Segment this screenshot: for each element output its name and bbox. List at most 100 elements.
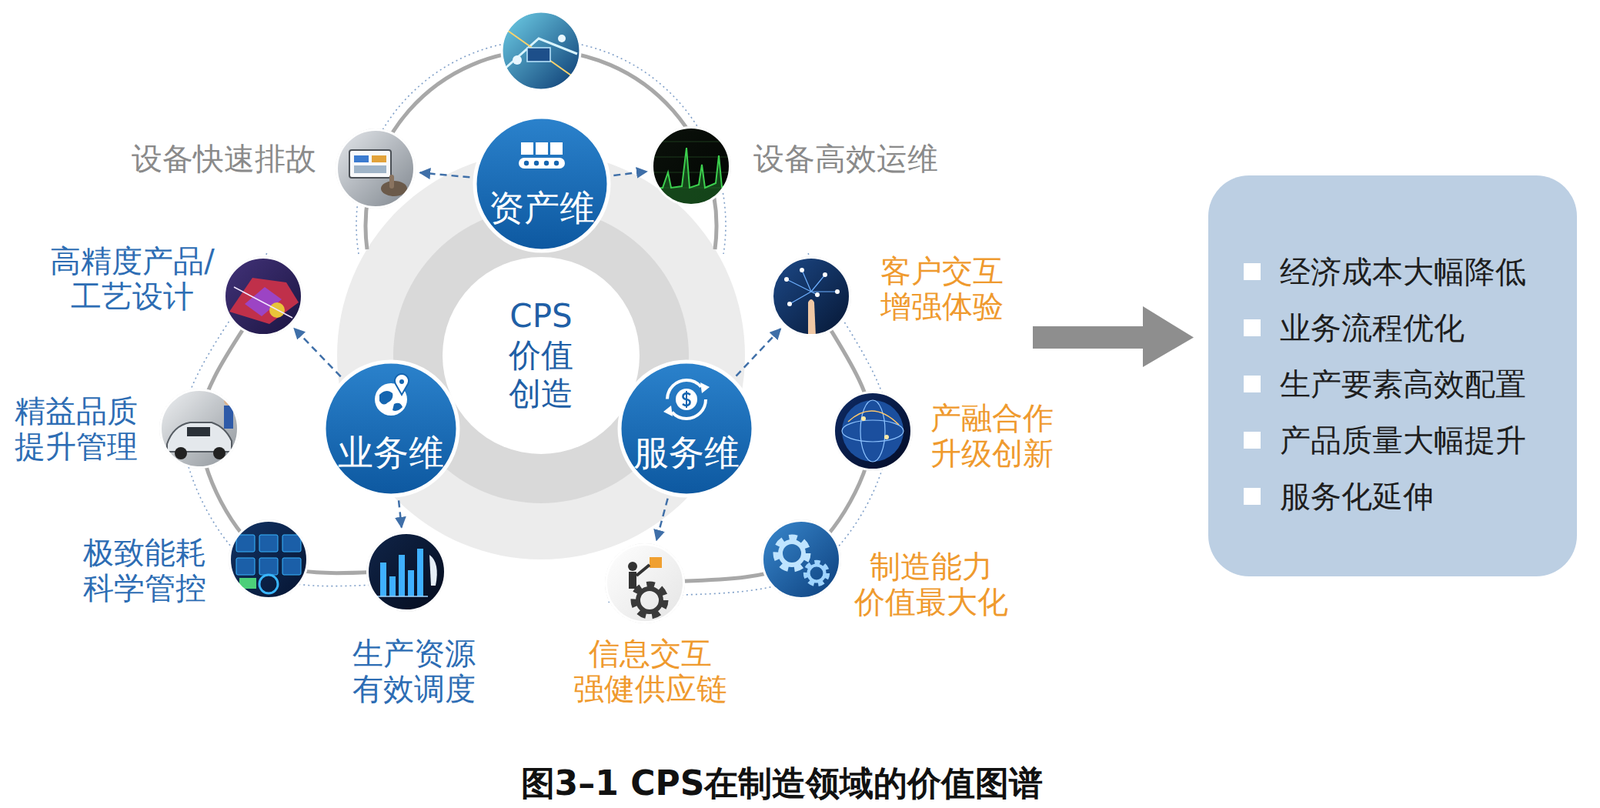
bullet-square xyxy=(1243,487,1261,505)
icon-part xyxy=(544,160,549,166)
dimension-icon xyxy=(518,142,565,169)
photo-detail xyxy=(282,557,301,575)
dimension-icon xyxy=(663,380,710,419)
photo-art xyxy=(651,126,732,207)
photo-detail xyxy=(649,557,662,568)
gear-ring xyxy=(637,588,662,612)
icon-part xyxy=(685,390,688,408)
gear-teeth xyxy=(776,537,808,569)
photo-outline xyxy=(367,532,447,612)
photo-detail xyxy=(822,272,828,278)
photo-rim xyxy=(230,521,308,599)
photo-ground xyxy=(832,390,913,471)
photo-outline xyxy=(771,257,852,337)
photo-rim xyxy=(367,533,446,612)
bullet-square xyxy=(1243,375,1261,393)
gear-teeth xyxy=(634,584,665,616)
photo-detail xyxy=(801,270,812,292)
bullet-square xyxy=(1243,263,1261,281)
photo-ground xyxy=(761,519,842,600)
photo-content xyxy=(366,531,447,612)
photo-detail xyxy=(259,534,278,552)
icon-part xyxy=(524,160,529,166)
photo-circle: 设备快速排故 xyxy=(335,128,416,209)
photo-detail xyxy=(417,548,424,597)
icon-part xyxy=(379,390,393,405)
photo-detail xyxy=(407,570,415,597)
photo-rim xyxy=(224,257,303,336)
photo-detail xyxy=(811,274,826,292)
bullet-square xyxy=(1243,431,1261,449)
photo-outline xyxy=(160,389,240,469)
photo-detail xyxy=(354,165,387,174)
photo-label: 设备高效运维 xyxy=(753,140,939,177)
photo-outline xyxy=(833,391,913,471)
dashed-arrow xyxy=(735,328,781,376)
photo-outline xyxy=(223,257,304,337)
panel-item: 业务流程优化 xyxy=(1279,310,1465,346)
outer-disk xyxy=(337,151,745,560)
photo-outline xyxy=(605,544,685,624)
photo-detail xyxy=(627,561,638,572)
gear-teeth xyxy=(805,562,828,585)
dimension-art xyxy=(617,359,756,498)
photo-detail xyxy=(860,400,886,462)
photo-circle: 信息交互 强健供应链 xyxy=(604,543,685,624)
photo-art xyxy=(604,543,685,624)
photo-detail xyxy=(371,155,387,163)
icon-part xyxy=(394,374,409,395)
panel-row: 服务化延伸 xyxy=(1243,478,1562,515)
photo-circle: 制造能力 价值最大化 xyxy=(761,519,842,600)
icon-part xyxy=(700,382,710,394)
photo-rim xyxy=(762,521,841,599)
photo-detail xyxy=(651,147,732,207)
icon-part xyxy=(663,405,673,417)
gear-ring xyxy=(780,541,804,565)
connectors xyxy=(293,171,781,541)
icon-part xyxy=(554,160,559,166)
photo-detail xyxy=(628,571,637,589)
icon-part xyxy=(667,380,706,419)
photo-label: 产融合作 升级创新 xyxy=(930,400,1054,471)
icon-part xyxy=(392,403,403,411)
photo-circle: 设备高效运维 xyxy=(651,126,732,207)
photo-detail xyxy=(557,34,566,43)
benefit-panel: 经济成本大幅降低业务流程优化生产要素高效配置产品质量大幅提升服务化延伸 xyxy=(1208,175,1577,577)
dimension-disk xyxy=(474,116,609,251)
panel-row: 产品质量大幅提升 xyxy=(1243,422,1562,458)
photo-detail xyxy=(174,447,188,460)
photo-art xyxy=(832,390,913,471)
figure-caption: 图3–1 CPS在制造领域的价值图谱 xyxy=(521,764,1044,804)
icon-part xyxy=(521,142,534,155)
photo-content xyxy=(771,256,852,337)
photo-circle: 生产资源 有效调度 xyxy=(366,531,447,612)
photo-ground xyxy=(604,543,685,624)
photo-detail xyxy=(504,38,578,70)
photo-detail xyxy=(233,287,293,318)
photo-ground xyxy=(502,12,580,90)
photo-detail xyxy=(429,554,438,586)
dimension-circle: 业务维 xyxy=(321,359,461,498)
dashed-arrow xyxy=(420,172,471,178)
photo-rim xyxy=(834,392,912,471)
icon-part xyxy=(550,142,563,155)
icon-part xyxy=(399,379,405,385)
icon-part xyxy=(675,388,698,411)
photo-art xyxy=(771,256,852,337)
photo-detail xyxy=(861,416,866,421)
photo-detail xyxy=(784,277,789,282)
photo-detail xyxy=(259,574,278,594)
dimension-label: 业务维 xyxy=(337,432,445,474)
photo-ground xyxy=(159,388,240,469)
photo-detail xyxy=(512,55,522,65)
photo-art xyxy=(159,388,240,469)
icon-part xyxy=(534,160,539,166)
bullet-square xyxy=(1243,319,1261,337)
photo-detail xyxy=(811,290,838,292)
photo-detail xyxy=(848,410,899,425)
photo-ground xyxy=(223,256,304,337)
photo-detail xyxy=(527,47,551,62)
photo-detail xyxy=(236,557,255,575)
photo-rim xyxy=(337,130,415,208)
